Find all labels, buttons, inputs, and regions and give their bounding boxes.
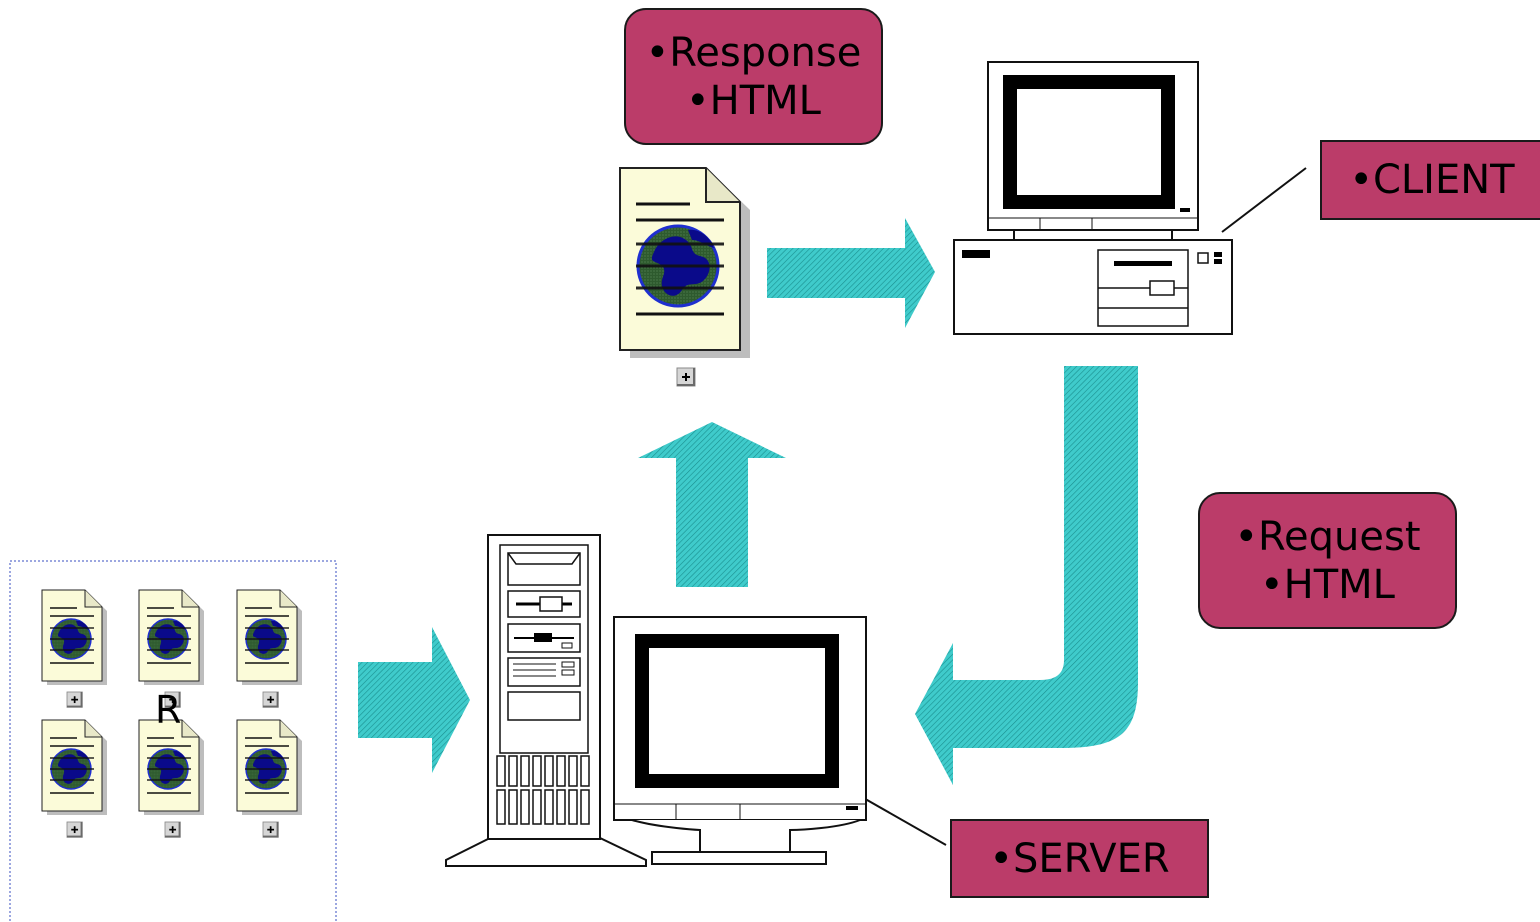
client-label-text: •CLIENT <box>1349 157 1515 203</box>
client-label: •CLIENT <box>1320 140 1540 220</box>
request-html-label: •Request •HTML <box>1198 492 1457 629</box>
response-label-line1: •Response <box>645 29 862 76</box>
server-label-text: •SERVER <box>989 835 1170 882</box>
server-label: •SERVER <box>950 819 1209 898</box>
request-label-line1: •Request <box>1234 513 1421 560</box>
selection-marker-text: R <box>155 688 182 732</box>
arrow-response-to-client <box>767 218 935 328</box>
arrow-server-up-to-response <box>638 422 786 587</box>
server-tower-icon <box>445 534 647 867</box>
server-monitor-icon <box>613 616 867 865</box>
response-plus-handle-icon[interactable] <box>676 367 696 387</box>
response-web-document-icon <box>618 166 752 360</box>
client-label-connector <box>1221 167 1307 233</box>
group-plus-handle-icon[interactable] <box>66 691 84 709</box>
response-html-label: •Response •HTML <box>624 8 883 145</box>
response-label-line2: •HTML <box>686 77 821 124</box>
group-web-document-icon <box>41 719 108 816</box>
client-computer-icon <box>953 61 1233 335</box>
arrow-documents-to-server <box>358 627 470 773</box>
group-web-document-icon <box>41 589 108 686</box>
request-label-line2: •HTML <box>1260 561 1395 608</box>
group-web-document-icon <box>236 589 303 686</box>
group-plus-handle-icon[interactable] <box>164 821 182 839</box>
group-plus-handle-icon[interactable] <box>262 691 280 709</box>
group-plus-handle-icon[interactable] <box>66 821 84 839</box>
group-web-document-icon <box>138 719 205 816</box>
group-plus-handle-icon[interactable] <box>262 821 280 839</box>
group-web-document-icon <box>236 719 303 816</box>
group-web-document-icon <box>138 589 205 686</box>
arrow-client-request-to-server <box>915 366 1138 785</box>
